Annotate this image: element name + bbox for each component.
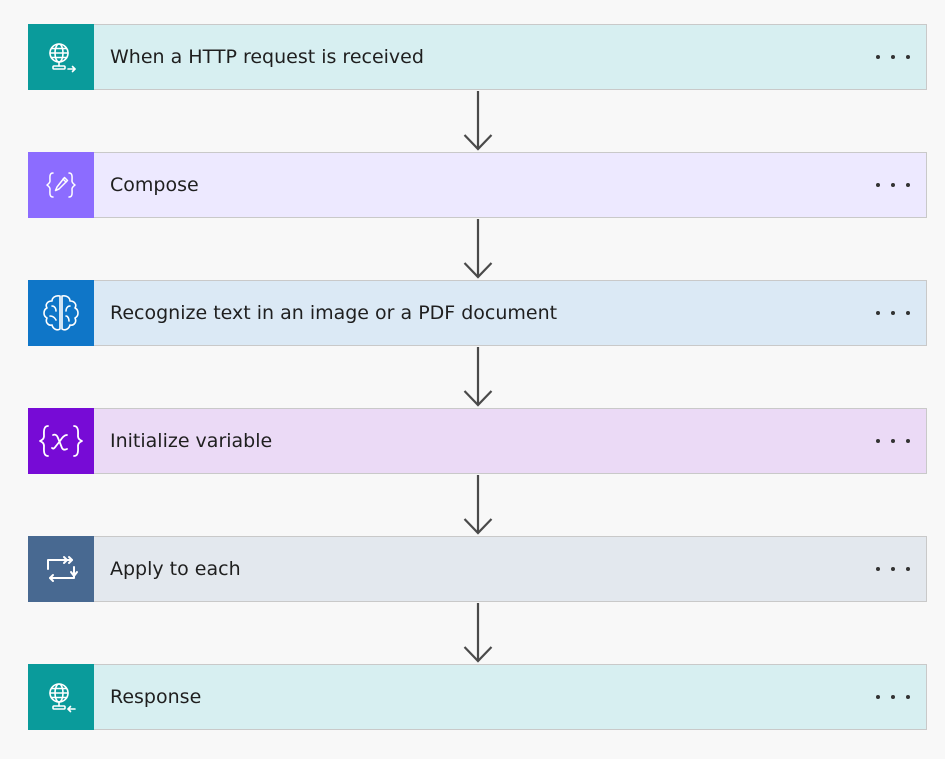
more-horizontal-icon (876, 55, 880, 59)
more-horizontal-icon (876, 439, 880, 443)
more-horizontal-icon (906, 567, 910, 571)
more-horizontal-icon (876, 183, 880, 187)
globe-arrow-in-icon (28, 664, 94, 730)
more-options-button[interactable] (876, 173, 910, 197)
connector-arrow (463, 347, 493, 407)
more-horizontal-icon (906, 55, 910, 59)
step-card-recognize-text[interactable]: Recognize text in an image or a PDF docu… (28, 280, 927, 346)
step-title: Recognize text in an image or a PDF docu… (110, 302, 558, 324)
more-horizontal-icon (906, 439, 910, 443)
brain-icon (28, 280, 94, 346)
more-options-button[interactable] (876, 557, 910, 581)
step-card-http-trigger[interactable]: When a HTTP request is received (28, 24, 927, 90)
more-horizontal-icon (891, 567, 895, 571)
connector-arrow (463, 91, 493, 151)
more-horizontal-icon (891, 311, 895, 315)
connector-arrow (463, 603, 493, 663)
more-horizontal-icon (891, 183, 895, 187)
more-horizontal-icon (891, 439, 895, 443)
more-horizontal-icon (891, 55, 895, 59)
connector-arrow (463, 219, 493, 279)
step-title: When a HTTP request is received (110, 46, 424, 68)
braces-pencil-icon (28, 152, 94, 218)
step-card-apply-to-each[interactable]: Apply to each (28, 536, 927, 602)
step-card-compose[interactable]: Compose (28, 152, 927, 218)
more-options-button[interactable] (876, 429, 910, 453)
connector-arrow (463, 475, 493, 535)
more-horizontal-icon (876, 567, 880, 571)
more-horizontal-icon (876, 311, 880, 315)
more-options-button[interactable] (876, 301, 910, 325)
more-horizontal-icon (876, 695, 880, 699)
more-horizontal-icon (906, 695, 910, 699)
loop-icon (28, 536, 94, 602)
step-card-initialize-variable[interactable]: Initialize variable (28, 408, 927, 474)
step-title: Response (110, 686, 202, 708)
more-horizontal-icon (891, 695, 895, 699)
more-horizontal-icon (906, 183, 910, 187)
step-card-response[interactable]: Response (28, 664, 927, 730)
globe-arrow-out-icon (28, 24, 94, 90)
step-title: Initialize variable (110, 430, 273, 452)
step-title: Apply to each (110, 558, 241, 580)
variable-x-icon (28, 408, 94, 474)
step-title: Compose (110, 174, 199, 196)
more-horizontal-icon (906, 311, 910, 315)
more-options-button[interactable] (876, 685, 910, 709)
more-options-button[interactable] (876, 45, 910, 69)
